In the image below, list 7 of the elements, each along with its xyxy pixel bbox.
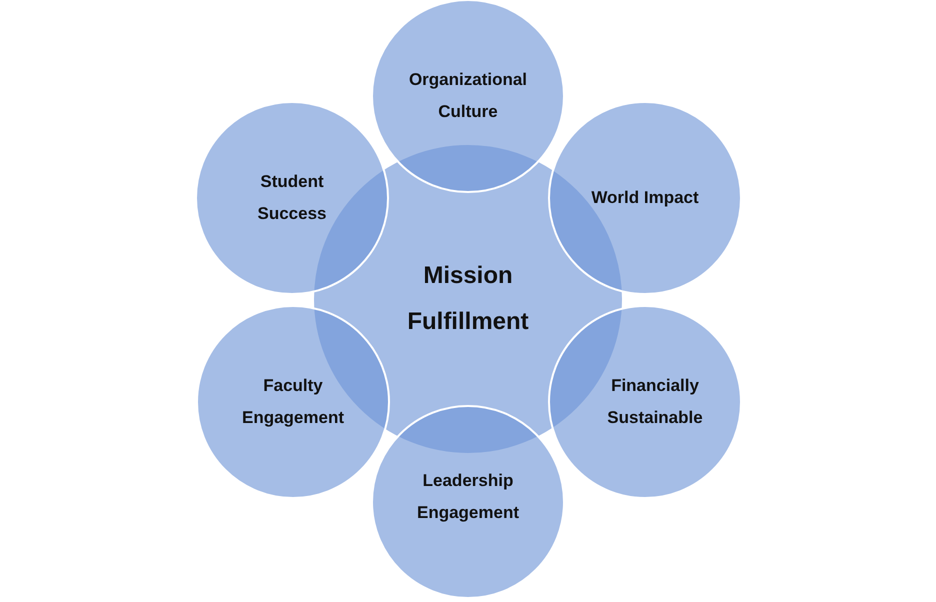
circle-label: Student Success [256, 170, 328, 225]
circle-label: Mission Fulfillment [406, 261, 530, 337]
circle-label: Financially Sustainable [606, 374, 704, 429]
circle-label: Organizational Culture [408, 68, 528, 123]
circle-label: World Impact [591, 186, 699, 209]
circle-label: Faculty Engagement [240, 374, 346, 429]
circle-label: Leadership Engagement [416, 470, 520, 524]
